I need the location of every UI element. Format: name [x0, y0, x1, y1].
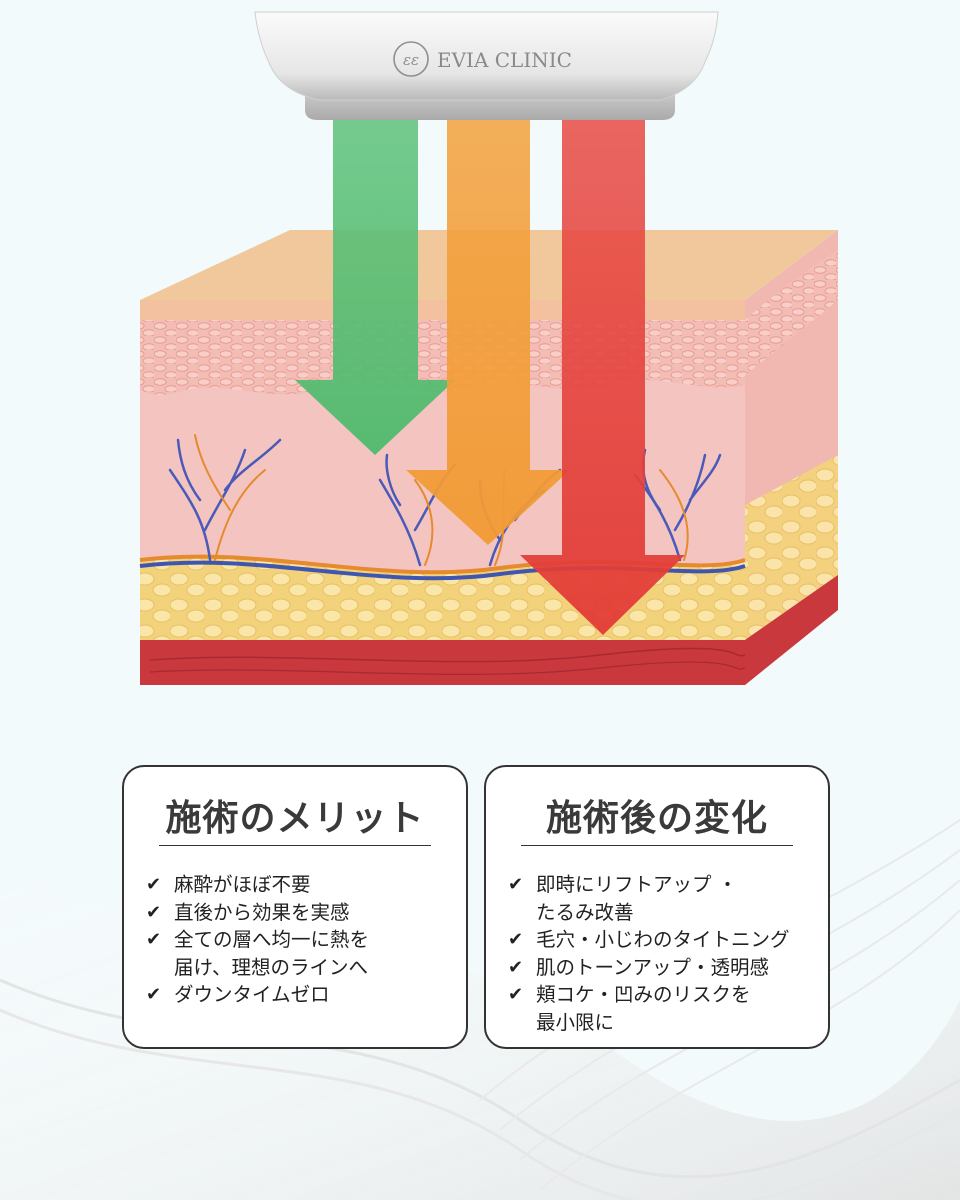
- list-item: ✔全ての層へ均一に熱を 届け、理想のラインへ: [146, 926, 369, 981]
- merits-card: 施術のメリット ✔麻酔がほぼ不要 ✔直後から効果を実感 ✔全ての層へ均一に熱を …: [122, 765, 468, 1049]
- energy-arrows: [295, 118, 685, 635]
- check-icon: ✔: [508, 929, 524, 950]
- check-icon: ✔: [508, 956, 524, 978]
- device-head: εε EVIA CLINIC: [254, 11, 719, 120]
- red-arrow-smas: [520, 118, 685, 635]
- list-item: ✔頬コケ・凹みのリスクを 最小限に: [508, 981, 790, 1036]
- list-item: ✔即時にリフトアップ ・ たるみ改善: [508, 871, 790, 926]
- list-item: ✔直後から効果を実感: [146, 899, 369, 927]
- muscle-layer: [140, 640, 745, 685]
- green-arrow-epidermis: [295, 118, 455, 455]
- check-icon: ✔: [146, 984, 162, 1005]
- evia-logo-mark: εε: [403, 51, 419, 69]
- list-item: ✔麻酔がほぼ不要: [146, 871, 369, 899]
- brand-name: EVIA CLINIC: [437, 48, 572, 72]
- check-icon: ✔: [146, 901, 162, 923]
- orange-arrow-dermis: [406, 118, 570, 545]
- merits-card-title: 施術のメリット: [165, 798, 425, 839]
- check-icon: ✔: [146, 929, 162, 950]
- merits-card-divider: [159, 845, 431, 846]
- evia-logo-icon: [393, 41, 429, 77]
- merits-list: ✔麻酔がほぼ不要 ✔直後から効果を実感 ✔全ての層へ均一に熱を 届け、理想のライ…: [146, 871, 369, 1009]
- changes-card-title: 施術後の変化: [545, 798, 768, 839]
- list-item: ✔肌のトーンアップ・透明感: [508, 954, 790, 982]
- changes-card-divider: [521, 845, 793, 846]
- changes-card: 施術後の変化 ✔即時にリフトアップ ・ たるみ改善 ✔毛穴・小じわのタイトニング…: [484, 765, 830, 1049]
- check-icon: ✔: [508, 984, 524, 1005]
- list-item: ✔ダウンタイムゼロ: [146, 981, 369, 1009]
- list-item: ✔毛穴・小じわのタイトニング: [508, 926, 790, 954]
- check-icon: ✔: [146, 874, 162, 895]
- check-icon: ✔: [508, 874, 524, 895]
- changes-list: ✔即時にリフトアップ ・ たるみ改善 ✔毛穴・小じわのタイトニング ✔肌のトーン…: [508, 871, 790, 1036]
